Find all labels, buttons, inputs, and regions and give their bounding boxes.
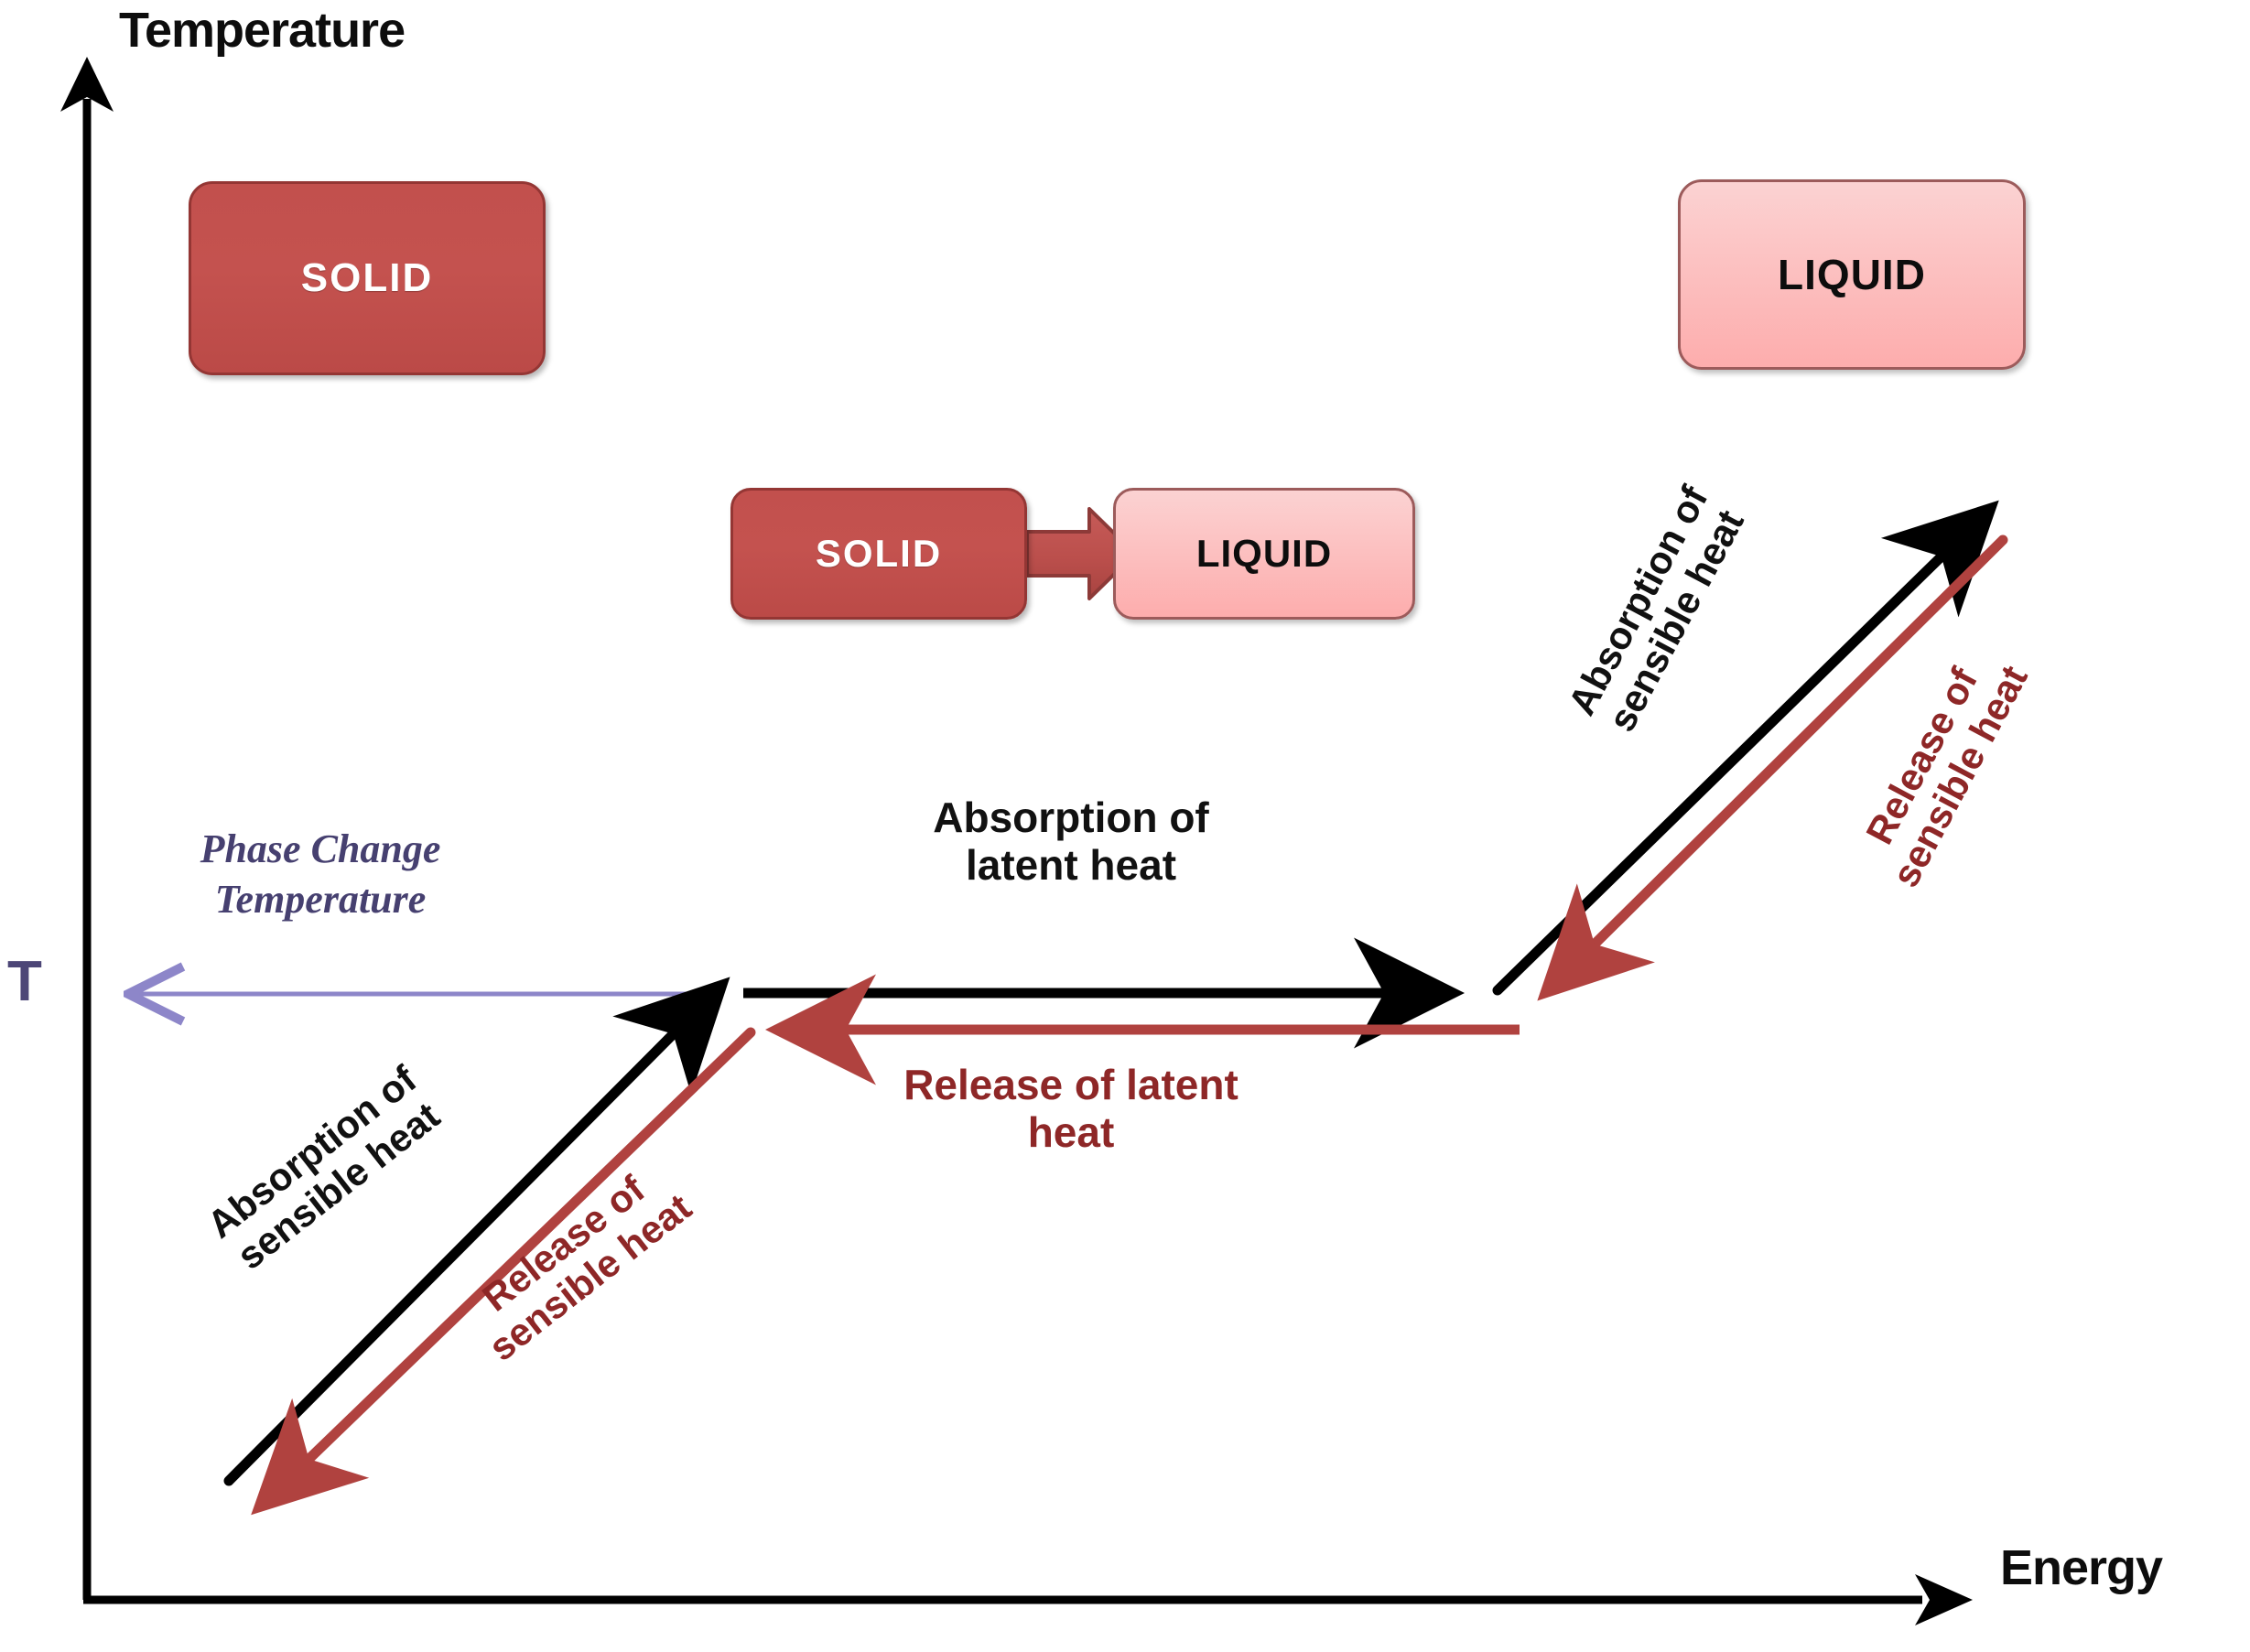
y-axis-label: Temperature: [119, 3, 406, 58]
phase-box-solid-top: SOLID: [189, 181, 546, 375]
absorption-latent-heat-label: Absorption of latent heat: [933, 794, 1209, 889]
phase-box-solid-transition: SOLID: [730, 488, 1027, 620]
phase-change-temperature-tick-label: T: [7, 950, 42, 1013]
axis-y: [60, 57, 114, 1600]
solid-to-liquid-block-arrow: [1025, 507, 1137, 600]
phase-change-temperature-label: Phase Change Temperature: [200, 826, 441, 922]
x-axis-label: Energy: [2000, 1540, 2163, 1595]
release-curve: [251, 534, 2008, 1516]
phase-box-liquid-transition: LIQUID: [1113, 488, 1415, 620]
phase-box-liquid-top: LIQUID: [1678, 179, 2026, 370]
axis-x: [83, 1574, 1973, 1625]
release-latent-heat-label: Release of latent heat: [903, 1061, 1239, 1156]
